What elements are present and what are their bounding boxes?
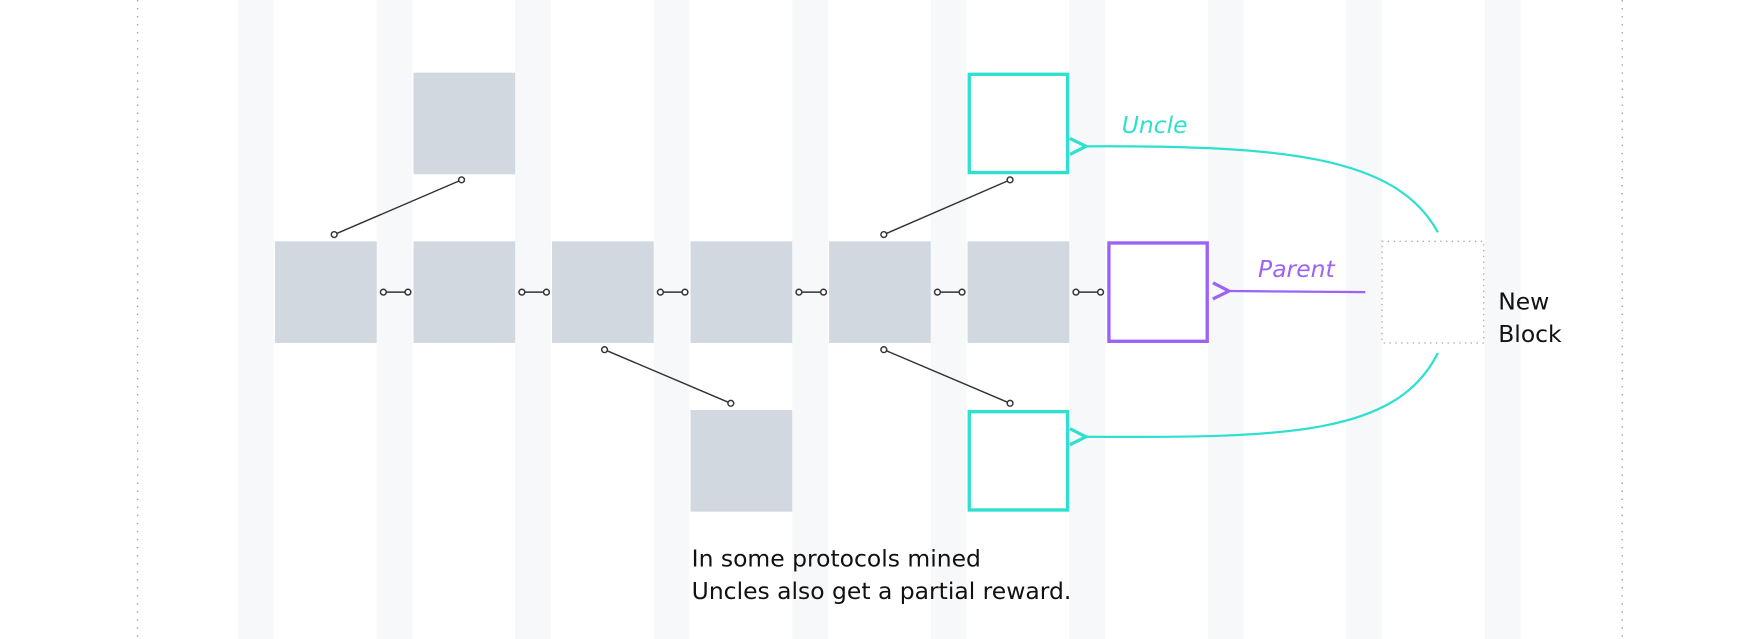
link-endpoint <box>656 288 665 296</box>
link-endpoint <box>880 230 888 239</box>
link-endpoint <box>1006 176 1014 184</box>
link-endpoint <box>1096 288 1105 296</box>
background-band <box>1207 0 1244 639</box>
link-endpoint <box>795 288 803 296</box>
chain-block <box>552 241 654 343</box>
block-link <box>604 348 732 404</box>
uncle-label: Uncle <box>1122 111 1188 139</box>
block-link <box>333 179 462 236</box>
chain-block <box>274 241 377 343</box>
stale-block-top <box>413 72 516 175</box>
uncle-block-bottom <box>967 409 1070 512</box>
caption-line2: Uncles also get a partial reward. <box>692 577 1072 605</box>
link-endpoint <box>600 346 609 354</box>
parent-block <box>1107 241 1209 343</box>
uncle-arrow-bottom <box>1086 352 1439 437</box>
background-band <box>653 0 690 639</box>
chain-block <box>690 241 793 343</box>
background-band <box>1484 0 1521 639</box>
block-link <box>883 179 1011 236</box>
link-endpoint <box>1072 288 1080 296</box>
link-endpoint <box>819 288 828 296</box>
stale-block-bottom <box>690 409 793 512</box>
uncle-block-top <box>967 72 1070 175</box>
background-band <box>792 0 828 639</box>
background-band <box>930 0 967 639</box>
new-block <box>1381 240 1485 344</box>
link-endpoint <box>681 288 689 296</box>
link-endpoint <box>727 399 735 407</box>
background-band <box>515 0 551 639</box>
background-band <box>238 0 274 639</box>
new-block-label-line1: New <box>1498 287 1549 315</box>
chain-block <box>413 241 516 343</box>
link-endpoint <box>330 230 338 239</box>
block-link <box>883 348 1011 404</box>
chain-block <box>829 241 931 343</box>
link-endpoint <box>958 288 966 296</box>
link-endpoint <box>880 346 888 354</box>
uncle-arrow-top <box>1086 146 1439 233</box>
link-endpoint <box>542 288 551 296</box>
background-bands <box>238 0 1521 639</box>
block-links <box>330 176 1105 407</box>
chain-block <box>967 241 1070 343</box>
parent-label: Parent <box>1258 255 1335 283</box>
link-endpoint <box>379 288 387 296</box>
link-endpoint <box>457 176 466 184</box>
link-endpoint <box>404 288 412 296</box>
background-band <box>376 0 413 639</box>
caption-line1: In some protocols mined <box>692 544 981 572</box>
new-block-label-line2: Block <box>1498 320 1562 348</box>
link-endpoint <box>1006 399 1014 407</box>
background-band <box>1069 0 1106 639</box>
link-endpoint <box>518 288 526 296</box>
link-endpoint <box>933 288 942 296</box>
background-band <box>1346 0 1383 639</box>
main-chain <box>274 72 1070 512</box>
parent-arrow <box>1229 291 1366 292</box>
